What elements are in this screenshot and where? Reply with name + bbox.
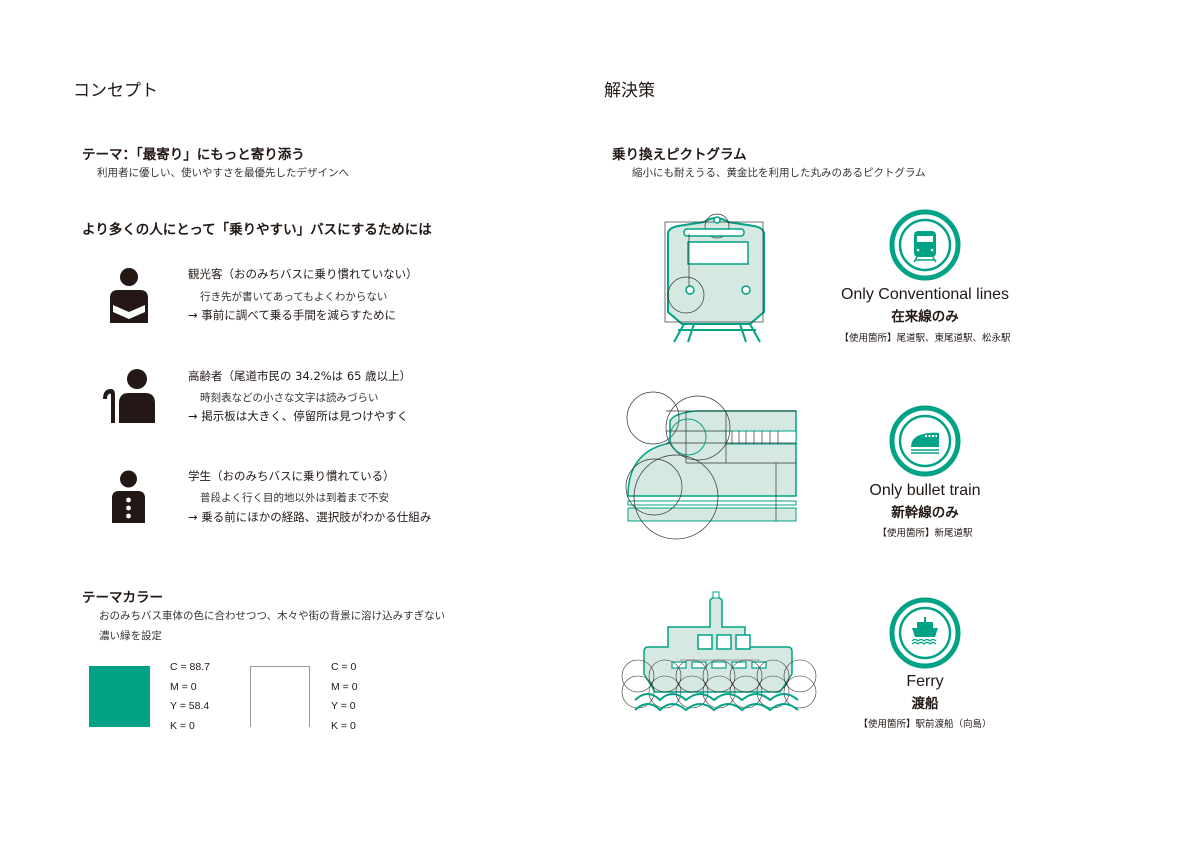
- cmyk-y: Y = 0: [331, 700, 356, 713]
- green-cmyk: C = 88.7 M = 0 Y = 58.4 K = 0: [170, 658, 210, 737]
- question-heading: より多くの人にとって「乗りやすい」バスにするためには: [82, 222, 432, 238]
- cmyk-k: K = 0: [331, 720, 356, 733]
- ferry-icon: [889, 597, 961, 669]
- persona-title: 高齢者（尾道市民の 34.2%は 65 歳以上）: [188, 369, 412, 383]
- white-cmyk: C = 0 M = 0 Y = 0 K = 0: [331, 658, 358, 737]
- persona-solution: → 乗る前にほかの経路、選択肢がわかる仕組み: [188, 510, 432, 524]
- train-construction-drawing: [664, 213, 765, 343]
- cmyk-m: M = 0: [170, 680, 197, 693]
- cmyk-k: K = 0: [170, 720, 195, 733]
- bullet-train-construction-drawing: [625, 391, 797, 540]
- cmyk-y: Y = 58.4: [170, 700, 210, 713]
- cmyk-c: C = 0: [331, 661, 357, 673]
- persona-problem: 行き先が書いてあってもよくわからない: [200, 291, 388, 303]
- pictogram-usage: 【使用箇所】駅前渡船（向島）: [858, 719, 992, 730]
- tourist-icon: [110, 268, 148, 323]
- theme-color-desc: 濃い緑を設定: [99, 630, 162, 642]
- conventional-train-icon: [889, 209, 961, 281]
- solution-title: 解決策: [604, 81, 655, 101]
- persona-solution: → 掲示板は大きく、停留所は見つけやすく: [188, 409, 409, 423]
- pictogram-usage: 【使用箇所】新尾道駅: [877, 528, 973, 539]
- bullet-train-icon: [889, 405, 961, 477]
- elderly-icon: [103, 369, 155, 423]
- pictogram-jp-label: 在来線のみ: [891, 309, 959, 325]
- pictogram-jp-label: 新幹線のみ: [891, 505, 959, 521]
- theme-color-desc: おのみちバス車体の色に合わせつつ、木々や街の背景に溶け込みすぎない: [99, 610, 446, 622]
- cmyk-c: C = 88.7: [170, 661, 210, 673]
- concept-title: コンセプト: [73, 81, 158, 101]
- persona-solution: → 事前に調べて乗る手間を減らすために: [188, 308, 397, 322]
- theme-color-heading: テーマカラー: [82, 590, 163, 606]
- cmyk-m: M = 0: [331, 680, 358, 693]
- pictogram-jp-label: 渡船: [911, 696, 939, 712]
- persona-problem: 普段よく行く目的地以外は到着まで不安: [200, 492, 389, 504]
- persona-problem: 時刻表などの小さな文字は読みづらい: [200, 392, 379, 404]
- green-swatch: [89, 666, 150, 727]
- pictogram-usage: 【使用箇所】尾道駅、東尾道駅、松永駅: [839, 333, 1011, 344]
- persona-title: 観光客（おのみちバスに乗り慣れていない）: [188, 267, 418, 281]
- theme-heading: テーマ：「最寄り」にもっと寄り添う: [82, 147, 305, 163]
- white-swatch: [250, 666, 310, 727]
- pictogram-en-label: Only Conventional lines: [840, 286, 1010, 303]
- student-icon: [112, 470, 145, 523]
- pictogram-en-label: Only bullet train: [869, 482, 981, 499]
- theme-subtitle: 利用者に優しい、使いやすさを最優先したデザインへ: [97, 167, 349, 179]
- pictogram-subtitle: 縮小にも耐えうる、黄金比を利用した丸みのあるピクトグラム: [632, 167, 926, 179]
- pictogram-heading: 乗り換えピクトグラム: [612, 147, 747, 163]
- ferry-construction-drawing: [621, 591, 817, 712]
- pictogram-en-label: Ferry: [906, 673, 944, 690]
- persona-title: 学生（おのみちバスに乗り慣れている）: [188, 469, 395, 483]
